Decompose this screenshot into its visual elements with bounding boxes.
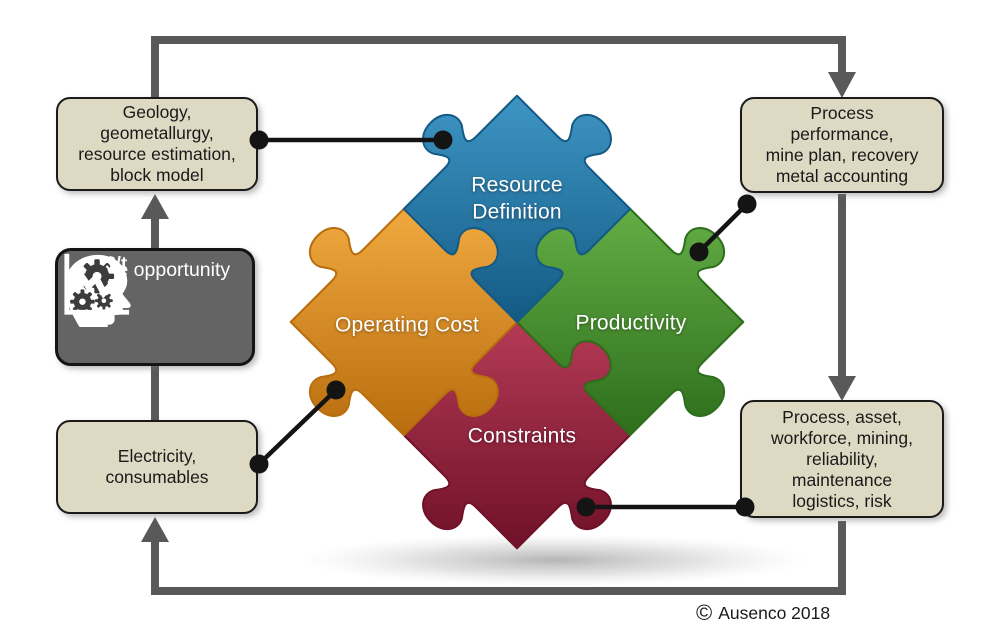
value-opportunity-box: Value opportunity — [55, 248, 255, 366]
declining-cost-per-tonne-chart-icon: $/t — [64, 252, 130, 315]
callout-process-asset-text: Process, asset, workforce, mining, relia… — [771, 406, 913, 511]
copyright-text: Ausenco 2018 — [718, 602, 831, 623]
label-operating-cost: Operating Cost — [334, 313, 480, 337]
callout-electricity-text: Electricity, consumables — [105, 446, 209, 487]
copyright-notice: © Ausenco 2018 — [696, 602, 830, 624]
callout-process-asset: Process, asset, workforce, mining, relia… — [740, 400, 944, 518]
flow-loop-bottom-segment — [151, 521, 846, 595]
callout-process-performance: Process performance, mine plan, recovery… — [740, 97, 944, 193]
callout-process-performance-text: Process performance, mine plan, recovery… — [765, 103, 919, 186]
copyright-symbol: © — [696, 600, 713, 625]
flow-loop-arrowheads — [141, 72, 856, 542]
arrow-up-into-geology — [141, 194, 169, 219]
label-resource-definition: Resource Definition — [471, 173, 563, 224]
arrow-down-into-process-performance — [828, 72, 856, 98]
dollar-per-tonne-label: $/t — [106, 252, 128, 273]
callout-geology: Geology, geometallurgy, resource estimat… — [56, 97, 258, 191]
puzzle-piece-resource-definition — [402, 94, 632, 323]
puzzle-diamond — [289, 94, 745, 550]
label-constraints: Constraints — [467, 424, 577, 448]
callout-electricity: Electricity, consumables — [56, 420, 258, 514]
label-productivity: Productivity — [575, 311, 687, 335]
puzzle-ground-shadow — [300, 534, 810, 586]
arrow-up-into-electricity — [141, 517, 169, 542]
gear-icon-small — [95, 291, 113, 310]
arrow-down-into-process-asset — [828, 376, 856, 401]
flow-loop-top-segment — [151, 36, 846, 98]
callout-geology-text: Geology, geometallurgy, resource estimat… — [78, 102, 236, 185]
